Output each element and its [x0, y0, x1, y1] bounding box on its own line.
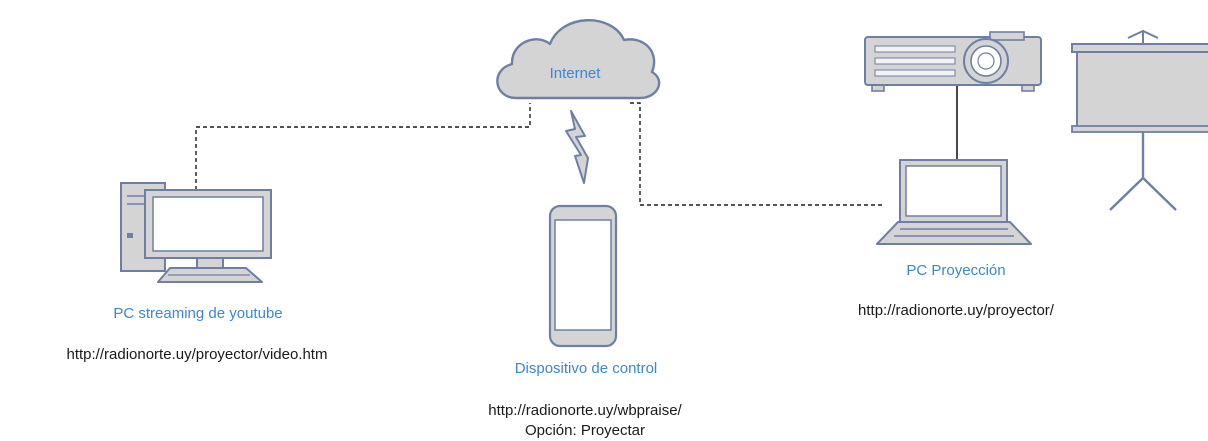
laptop-icon — [876, 159, 1032, 245]
control-device-option: Opción: Proyectar — [525, 422, 645, 439]
control-device-url: http://radionorte.uy/wbpraise/ — [488, 402, 682, 419]
connector-desktop-internet — [195, 103, 531, 190]
internet-label: Internet — [550, 65, 602, 82]
wireless-link-icon — [565, 110, 589, 184]
connector-internet-laptop — [630, 102, 882, 206]
desktop-pc-icon — [120, 182, 272, 283]
pc-projection-url: http://radionorte.uy/proyector/ — [858, 302, 1055, 319]
pc-streaming-label: PC streaming de youtube — [113, 305, 282, 322]
control-device-label: Dispositivo de control — [515, 360, 658, 377]
projector-icon — [864, 31, 1042, 92]
smartphone-icon — [548, 204, 618, 348]
pc-projection-label: PC Proyección — [906, 262, 1005, 279]
cloud-icon — [496, 19, 661, 100]
projection-screen-icon — [1071, 29, 1208, 211]
pc-streaming-url: http://radionorte.uy/proyector/video.htm — [67, 346, 328, 363]
